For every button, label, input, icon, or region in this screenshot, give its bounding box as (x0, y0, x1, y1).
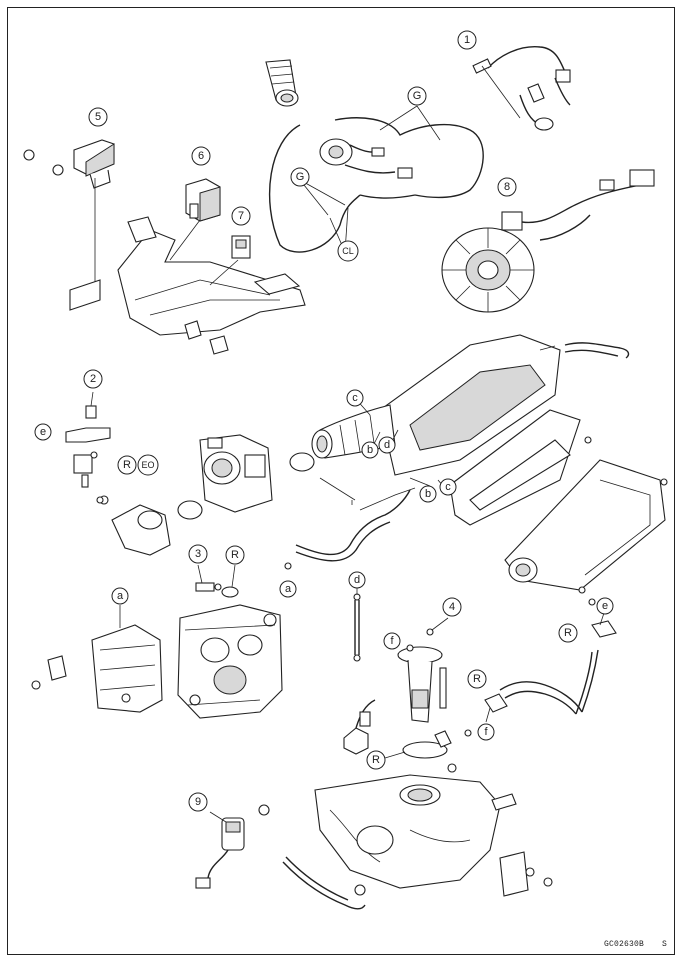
svg-text:R: R (231, 549, 239, 561)
figure-code: GC02630B (604, 940, 645, 949)
svg-text:G: G (296, 171, 305, 183)
label-b-right: b (419, 485, 437, 503)
label-eo: EO (137, 454, 159, 476)
svg-text:CL: CL (342, 246, 354, 256)
svg-text:d: d (354, 574, 360, 586)
svg-text:R: R (564, 627, 572, 639)
part-5-relay (23, 139, 115, 311)
wiring-harness-g (268, 117, 484, 253)
intake-manifold (111, 500, 203, 556)
air-cleaner-housing (379, 334, 666, 591)
label-a-hose: a (279, 580, 297, 598)
label-g-left: G (290, 167, 310, 187)
svg-text:1: 1 (464, 34, 470, 46)
callout-1: 1 (457, 30, 477, 50)
figure-suffix: S (662, 940, 667, 949)
svg-text:8: 8 (504, 181, 510, 193)
label-e-left: e (34, 423, 52, 441)
vent-tube (353, 593, 361, 662)
tank-strap (282, 856, 366, 910)
label-d-top: d (378, 436, 396, 454)
svg-text:G: G (413, 90, 422, 102)
callout-3: 3 (188, 544, 208, 564)
svg-text:f: f (484, 726, 488, 738)
callout-9: 9 (188, 792, 208, 812)
label-r-injector: R (117, 455, 137, 475)
part-2-injector (65, 405, 111, 505)
label-d-tube: d (348, 571, 366, 589)
svg-text:EO: EO (141, 460, 154, 470)
svg-text:e: e (602, 600, 608, 612)
callout-5: 5 (88, 107, 108, 127)
svg-text:b: b (367, 444, 373, 456)
svg-text:R: R (123, 459, 131, 471)
label-r-hose-left: R (467, 669, 487, 689)
label-c-right: c (439, 478, 457, 496)
part-9-ignition-coil (195, 804, 270, 889)
svg-text:3: 3 (195, 548, 201, 560)
svg-text:7: 7 (238, 210, 244, 222)
svg-text:5: 5 (95, 111, 101, 123)
svg-text:d: d (384, 439, 390, 451)
label-a-cover: a (111, 587, 129, 605)
svg-text:2: 2 (90, 373, 96, 385)
svg-text:b: b (425, 488, 431, 500)
svg-text:e: e (40, 426, 46, 438)
cylinder-head (177, 604, 283, 719)
label-f-pump: f (383, 632, 401, 650)
diagram-frame (7, 7, 675, 955)
svg-text:a: a (117, 590, 124, 602)
svg-text:R: R (372, 754, 380, 766)
part-6-connector (185, 178, 221, 222)
part-3-sensor (195, 582, 239, 598)
vacuum-hose (284, 487, 416, 570)
svg-text:6: 6 (198, 150, 204, 162)
hose-clamp (289, 452, 315, 472)
tank-bracket (499, 851, 553, 897)
breather-hose (539, 342, 630, 359)
fuel-tank (314, 763, 517, 889)
label-cl: CL (337, 240, 359, 262)
head-cover (31, 624, 163, 713)
frame-chassis (117, 216, 306, 355)
label-r-hose-right: R (558, 623, 578, 643)
fuel-sender (343, 699, 376, 755)
svg-text:9: 9 (195, 796, 201, 808)
svg-text:a: a (285, 583, 292, 595)
throttle-body (199, 434, 273, 513)
label-f-hose: f (477, 723, 495, 741)
svg-text:f: f (390, 635, 394, 647)
label-c-top: c (346, 389, 364, 407)
callout-6: 6 (191, 146, 211, 166)
fasteners (96, 436, 668, 737)
part-4-fuel-pump (397, 628, 452, 759)
part-1-sensor (472, 46, 571, 131)
label-e-right: e (596, 597, 614, 615)
label-b-left: b (361, 441, 379, 459)
svg-text:c: c (445, 481, 451, 493)
callout-8: 8 (497, 177, 517, 197)
label-r-oring: R (225, 545, 245, 565)
callout-7: 7 (231, 206, 251, 226)
svg-text:R: R (473, 673, 481, 685)
part-8-stator (441, 169, 655, 313)
callout-2: 2 (83, 369, 103, 389)
svg-text:4: 4 (449, 601, 455, 613)
fuel-hose (484, 620, 617, 715)
svg-text:c: c (352, 392, 358, 404)
callout-4: 4 (442, 597, 462, 617)
label-r-pump-seal: R (366, 750, 386, 770)
grip-part (265, 59, 299, 107)
label-g-top: G (407, 86, 427, 106)
